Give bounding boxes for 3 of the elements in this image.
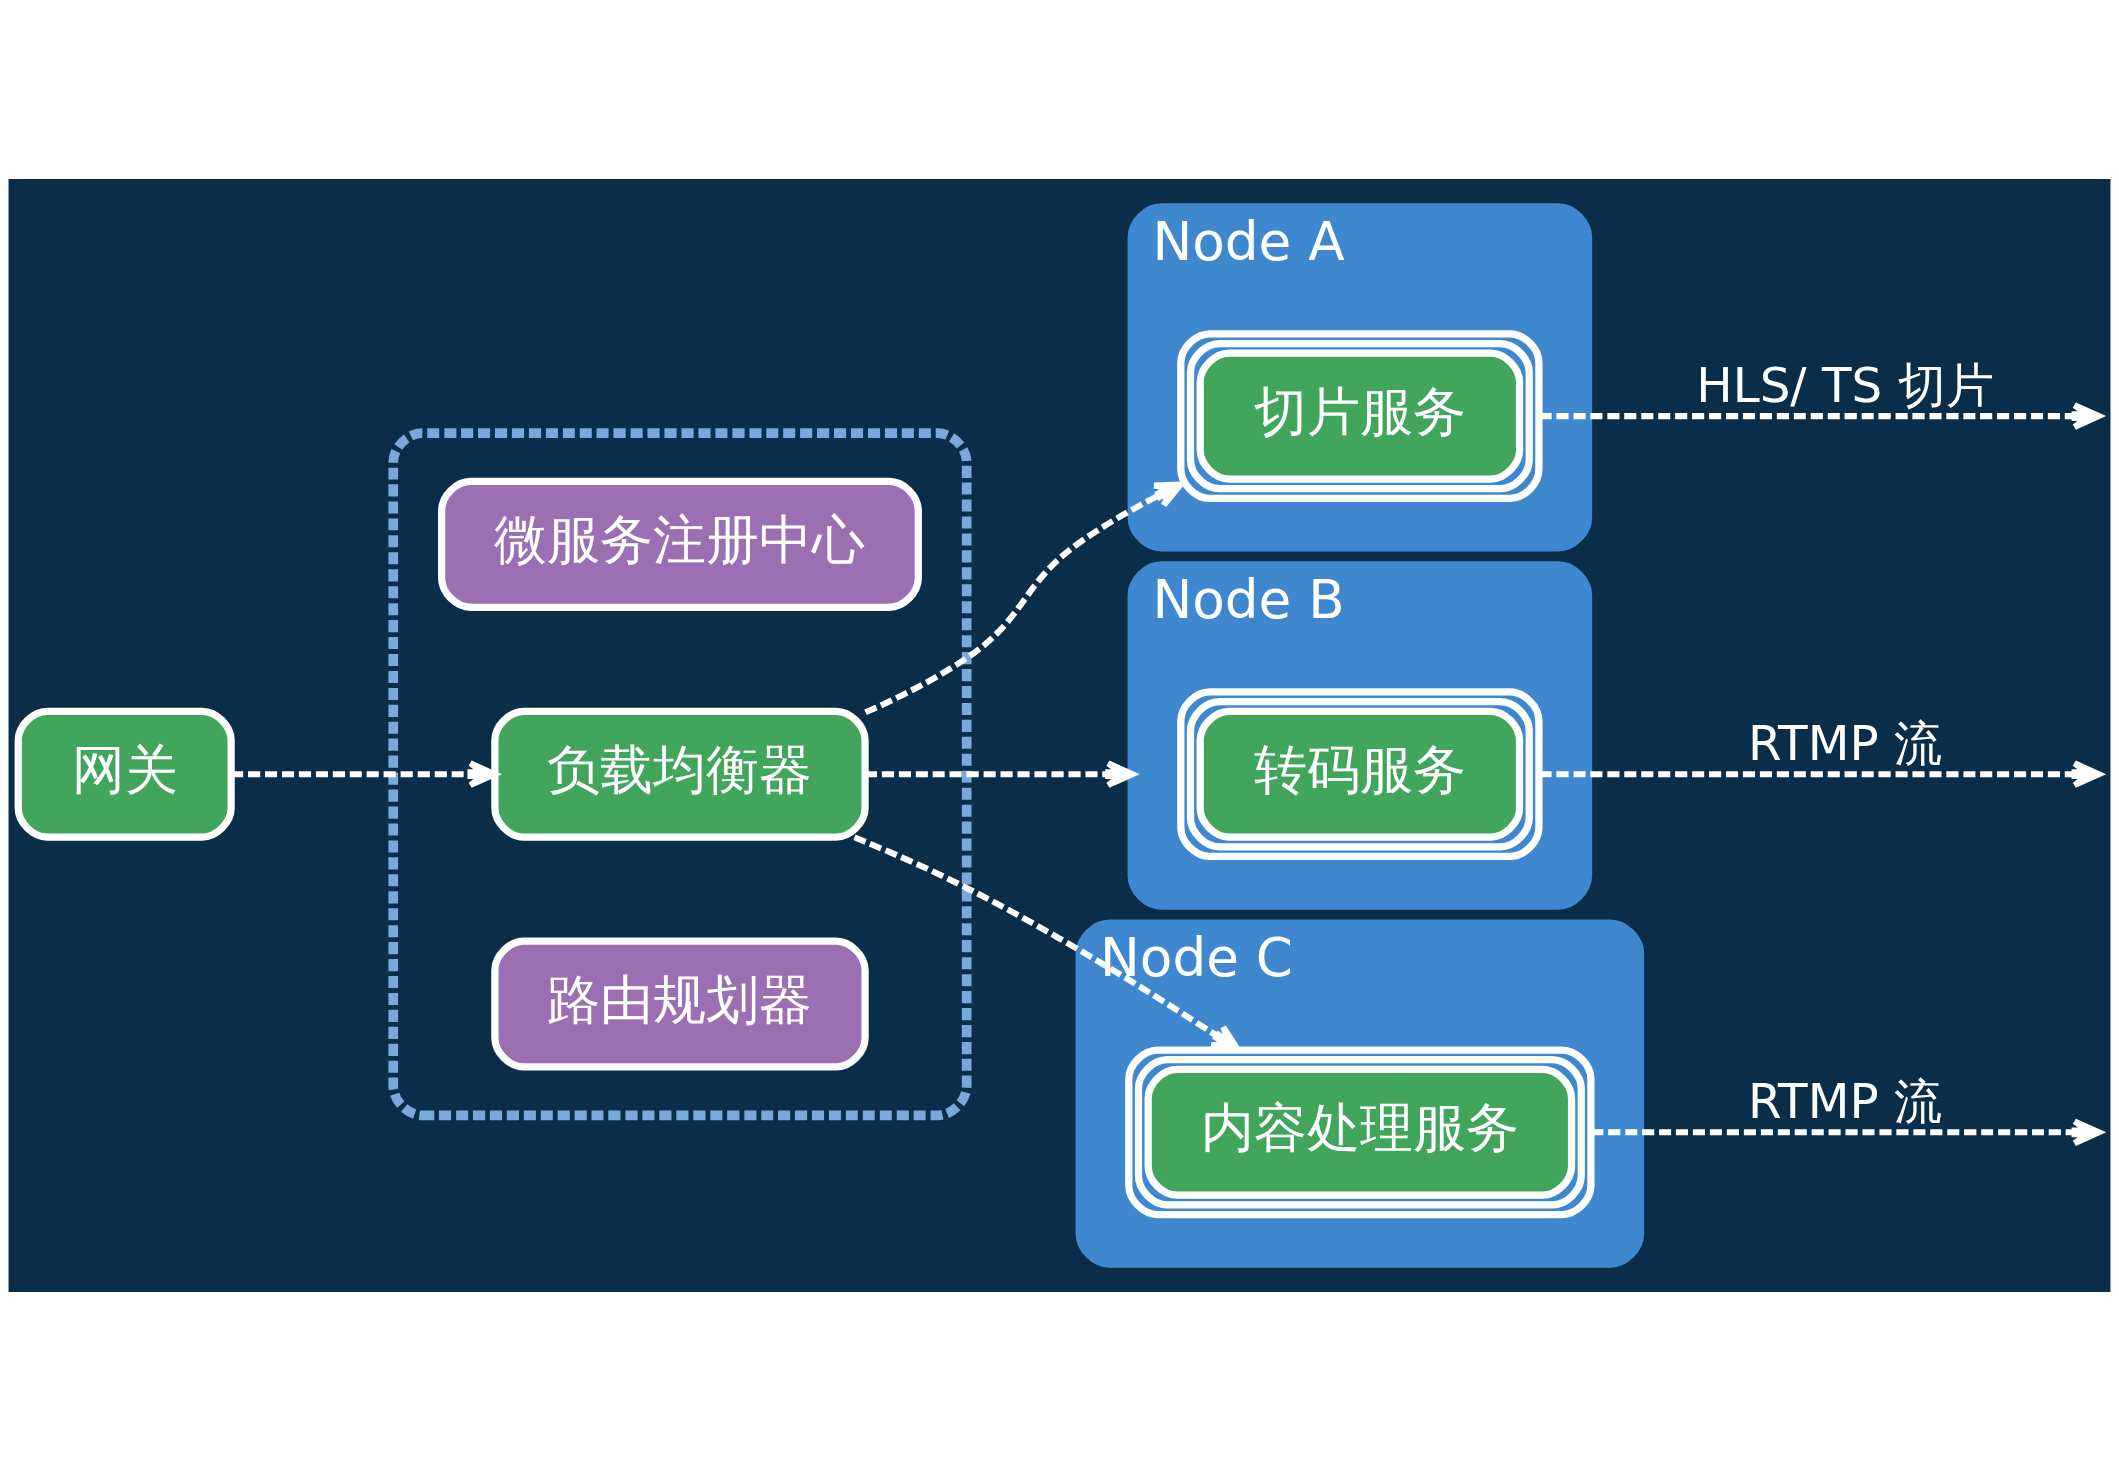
edge-label: RTMP 流 [1748,714,1942,771]
edge-label: RTMP 流 [1748,1072,1942,1129]
edge-label: HLS/ TS 切片 [1696,356,1994,413]
